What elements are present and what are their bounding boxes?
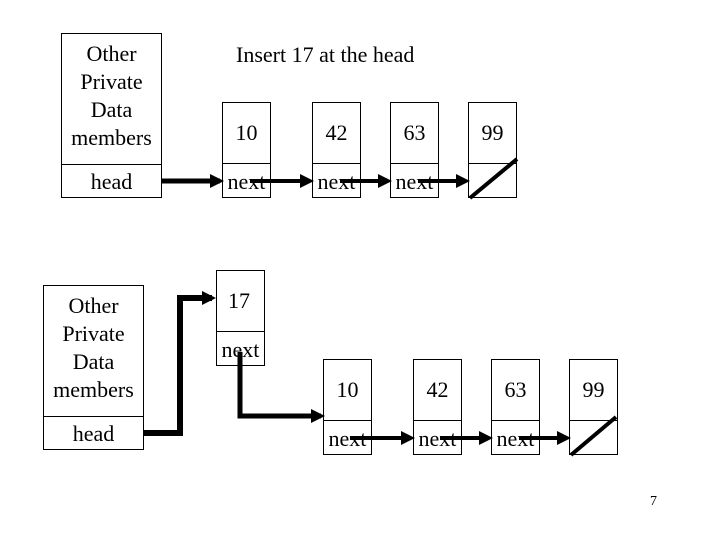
bottom-null-slash bbox=[569, 415, 618, 457]
bottom-node-next: next bbox=[496, 426, 535, 451]
top-node-next: next bbox=[395, 169, 434, 194]
bottom-node-value: 10 bbox=[336, 377, 359, 402]
top-null-slash bbox=[468, 157, 519, 200]
bottom-node-value-cell bbox=[323, 359, 372, 421]
new-node-next-arrow bbox=[237, 352, 325, 423]
bottom-node-value-cell bbox=[413, 359, 462, 421]
bottom-node-next: next bbox=[328, 426, 367, 451]
top-node-value-cell bbox=[222, 102, 271, 164]
top-node-value: 42 bbox=[325, 120, 348, 145]
bottom-head-label: head bbox=[72, 421, 115, 446]
top-node-value-cell bbox=[468, 102, 517, 164]
top-node-next: next bbox=[317, 169, 356, 194]
top-node-value-cell bbox=[390, 102, 439, 164]
page-number: 7 bbox=[650, 494, 657, 509]
bottom-private-data-label: Other Private Data members bbox=[53, 293, 134, 402]
bottom-head-arrow bbox=[144, 291, 216, 436]
top-caption: Insert 17 at the head bbox=[236, 42, 415, 67]
top-node-value: 10 bbox=[235, 120, 258, 145]
top-private-data-label: Other Private Data members bbox=[71, 41, 152, 150]
bottom-private-data-cell bbox=[43, 285, 144, 417]
bottom-head-cell bbox=[43, 416, 144, 450]
top-node-value: 63 bbox=[403, 120, 426, 145]
new-node-next: next bbox=[221, 337, 260, 362]
bottom-node-value: 42 bbox=[426, 377, 449, 402]
bottom-node-value: 63 bbox=[504, 377, 527, 402]
top-node-value-cell bbox=[312, 102, 361, 164]
new-node-value: 17 bbox=[228, 288, 250, 313]
bottom-node-value-cell bbox=[569, 359, 618, 421]
top-private-data-cell bbox=[61, 33, 162, 165]
top-head-label: head bbox=[90, 169, 133, 194]
new-node-value-cell bbox=[216, 270, 265, 332]
top-node-next: next bbox=[227, 169, 266, 194]
bottom-node-value: 99 bbox=[582, 377, 605, 402]
top-head-cell bbox=[61, 164, 162, 198]
top-node-value: 99 bbox=[481, 120, 504, 145]
bottom-node-next: next bbox=[418, 426, 457, 451]
